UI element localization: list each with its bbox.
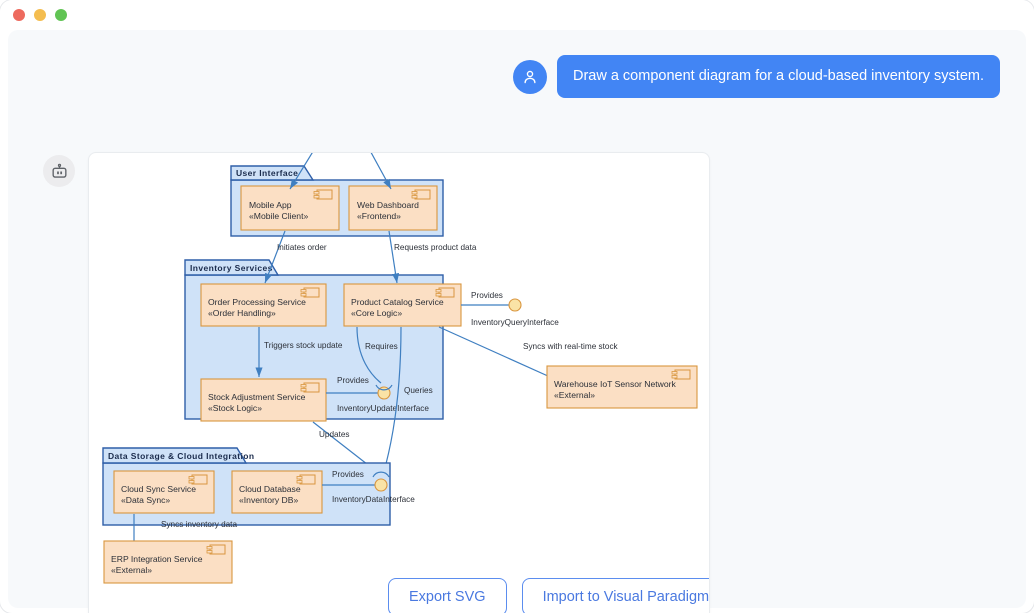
- robot-icon: [51, 163, 67, 178]
- component-stereotype: «External»: [554, 390, 595, 400]
- component-stereotype: «Data Sync»: [121, 495, 170, 505]
- component-name: Stock Adjustment Service: [208, 392, 306, 402]
- component-stereotype: «Order Handling»: [208, 308, 276, 318]
- edge-label: Syncs with real-time stock: [523, 342, 619, 351]
- edge-initiates-order: [264, 230, 286, 284]
- required-interface-socket: [375, 384, 393, 391]
- component-web-dashboard[interactable]: Web Dashboard «Frontend»: [348, 185, 438, 231]
- export-svg-button[interactable]: Export SVG: [388, 578, 507, 613]
- component-name: Warehouse IoT Sensor Network: [554, 379, 677, 389]
- component-name: Order Processing Service: [208, 297, 306, 307]
- interface-label: InventoryUpdateInterface: [337, 404, 429, 413]
- edge-label: Provides: [337, 376, 369, 385]
- package-inventory-services: Inventory Services Order Processing Serv…: [184, 259, 462, 422]
- edge-requires: [356, 326, 382, 384]
- edge-label: Updates: [319, 430, 350, 439]
- required-interface-socket: [372, 471, 390, 478]
- component-mobile-app[interactable]: Mobile App «Mobile Client»: [240, 185, 340, 231]
- component-stereotype: «Stock Logic»: [208, 403, 262, 413]
- provided-interface-ball: [508, 298, 522, 312]
- edge-label: Initiates order: [277, 243, 327, 252]
- package-label: Data Storage & Cloud Integration: [108, 451, 254, 461]
- component-name: Cloud Sync Service: [121, 484, 196, 494]
- package-data-storage-cloud-integration: Data Storage & Cloud Integration Cloud S…: [102, 447, 391, 526]
- component-stereotype: «Core Logic»: [351, 308, 402, 318]
- maximize-button[interactable]: [55, 9, 67, 21]
- import-visual-paradigm-button[interactable]: Import to Visual Paradigm: [521, 578, 709, 613]
- edge-label: Requires: [365, 342, 398, 351]
- edge-label: Triggers stock update: [264, 341, 343, 350]
- chat-area: Draw a component diagram for a cloud-bas…: [8, 30, 1026, 613]
- window-controls: [13, 9, 67, 21]
- component-diagram: User Interface Mobile App «Mobile Client…: [102, 153, 698, 584]
- component-stereotype: «Frontend»: [357, 211, 401, 221]
- minimize-button[interactable]: [34, 9, 46, 21]
- user-message-bubble: Draw a component diagram for a cloud-bas…: [556, 55, 1000, 99]
- component-product-catalog-service[interactable]: Product Catalog Service «Core Logic»: [343, 283, 462, 327]
- component-warehouse-iot-sensor-network[interactable]: Warehouse IoT Sensor Network «External»: [546, 365, 698, 409]
- user-icon: [524, 70, 536, 83]
- component-cloud-sync-service[interactable]: Cloud Sync Service «Data Sync»: [113, 470, 215, 514]
- edge-label: Provides: [332, 470, 364, 479]
- component-order-processing-service[interactable]: Order Processing Service «Order Handling…: [200, 283, 327, 327]
- edge-incoming-mobile: [289, 153, 313, 190]
- component-stereotype: «Mobile Client»: [249, 211, 308, 221]
- diagram-card: User Interface Mobile App «Mobile Client…: [88, 152, 710, 613]
- package-label: Inventory Services: [190, 263, 273, 273]
- title-bar: [0, 0, 1034, 32]
- edge-label: Syncs inventory data: [161, 520, 237, 529]
- component-stock-adjustment-service[interactable]: Stock Adjustment Service «Stock Logic»: [200, 378, 327, 422]
- component-name: Mobile App: [249, 200, 292, 210]
- interface-label: InventoryDataInterface: [332, 495, 415, 504]
- edge-syncs-realtime-stock: [438, 326, 560, 382]
- bot-avatar: [43, 155, 75, 187]
- component-name: Web Dashboard: [357, 200, 419, 210]
- component-stereotype: «Inventory DB»: [239, 495, 298, 505]
- user-message-row: Draw a component diagram for a cloud-bas…: [512, 55, 1000, 99]
- edge-label: Provides: [471, 291, 503, 300]
- edge-incoming-dashboard: [370, 153, 392, 190]
- package-label: User Interface: [236, 168, 298, 178]
- edge-label: Queries: [404, 386, 433, 395]
- user-avatar: [512, 59, 547, 94]
- edge-queries: [382, 326, 402, 476]
- edge-label: Requests product data: [394, 243, 477, 252]
- component-name: ERP Integration Service: [111, 554, 203, 564]
- interface-label: InventoryQueryInterface: [471, 318, 559, 327]
- close-button[interactable]: [13, 9, 25, 21]
- component-cloud-database[interactable]: Cloud Database «Inventory DB»: [231, 470, 323, 514]
- diagram-actions: Export SVG Import to Visual Paradigm: [388, 578, 709, 613]
- provided-interface-ball: [374, 478, 388, 492]
- component-name: Product Catalog Service: [351, 297, 444, 307]
- edge-requests-product-data: [388, 230, 400, 284]
- component-name: Cloud Database: [239, 484, 301, 494]
- component-erp-integration-service[interactable]: ERP Integration Service «External»: [103, 540, 233, 584]
- package-user-interface: User Interface Mobile App «Mobile Client…: [230, 165, 444, 237]
- component-stereotype: «External»: [111, 565, 152, 575]
